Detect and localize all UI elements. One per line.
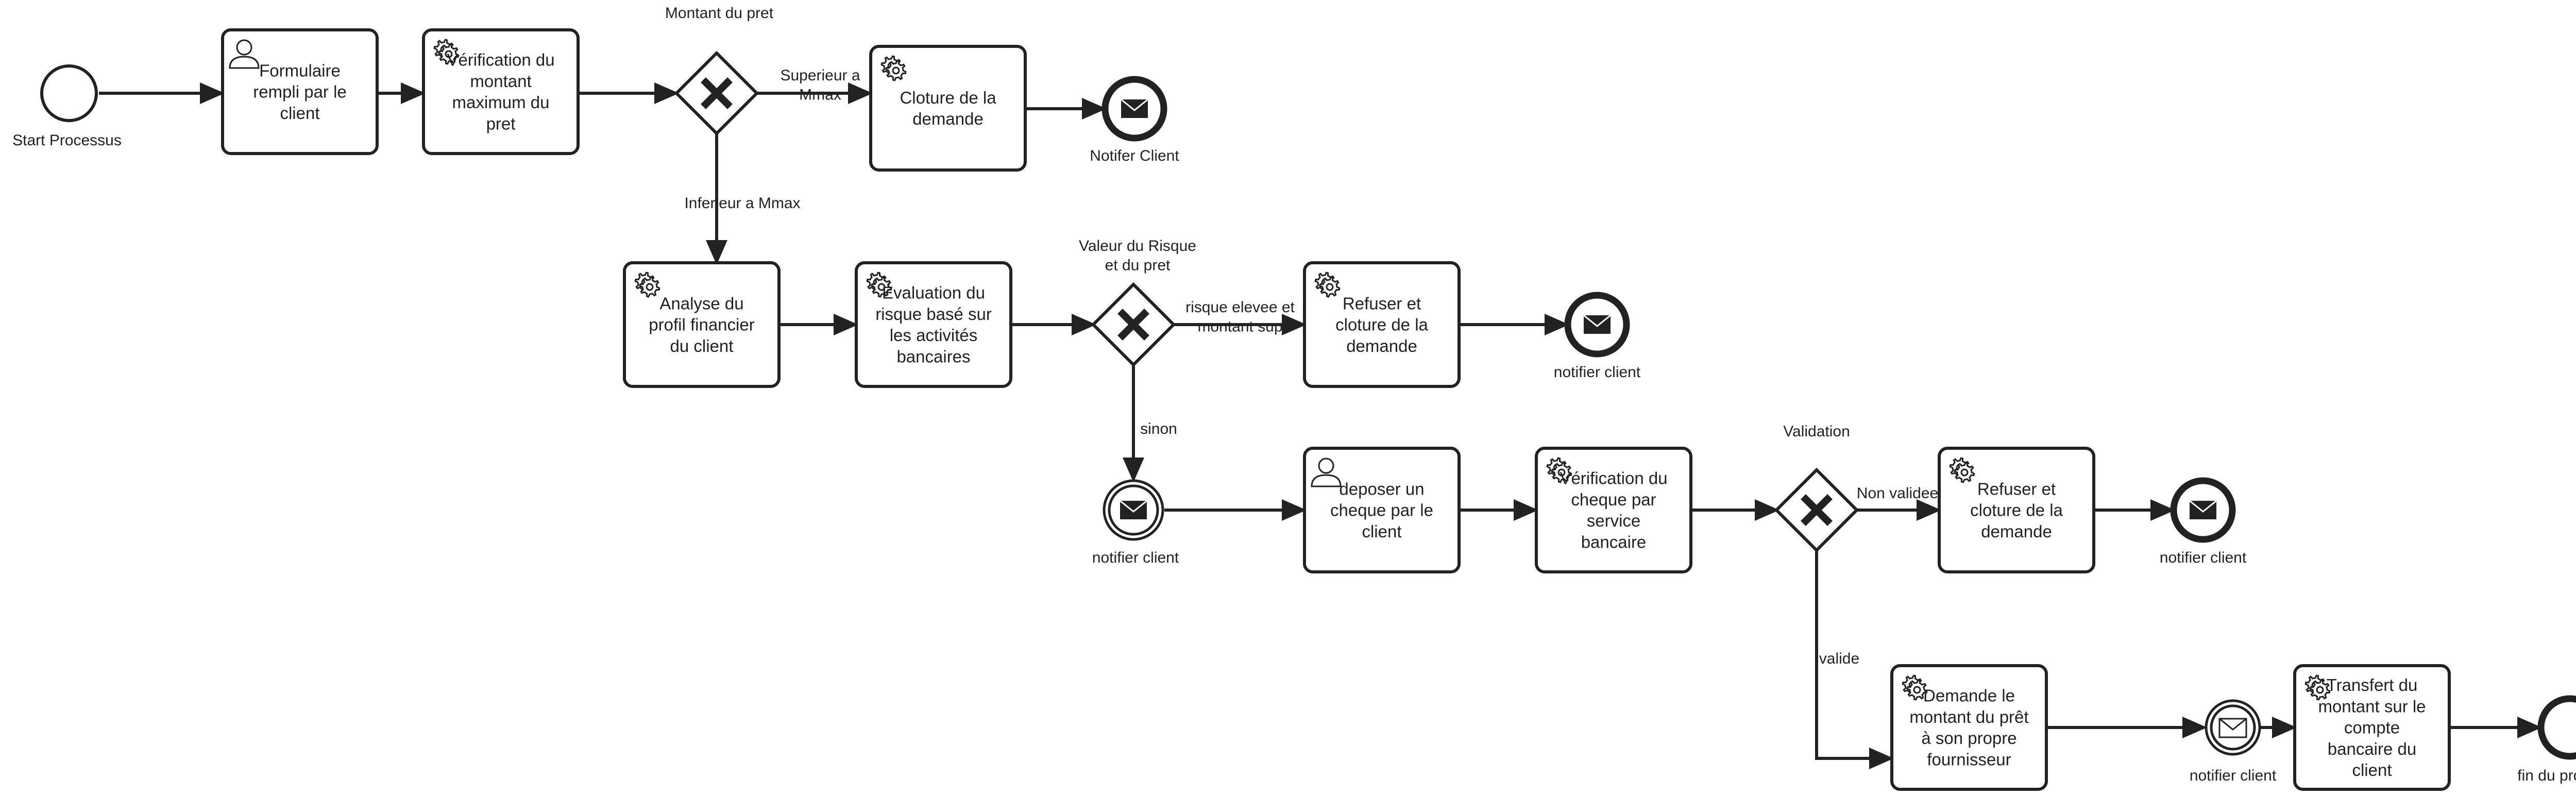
service-task-icon (1546, 457, 1572, 483)
end-event-notif-4[interactable]: notifier client (2160, 477, 2247, 566)
service-task-icon (1949, 457, 1975, 483)
sequence-flows (99, 82, 2542, 769)
event-label: notifier client (2160, 549, 2247, 566)
envelope-icon (1583, 314, 1611, 334)
start-event-label: Start Processus (12, 132, 122, 149)
flow-label-sinon: sinon (1140, 420, 1177, 437)
exclusive-x-icon (701, 77, 733, 109)
event-label: notifier client (2190, 767, 2277, 784)
end-event[interactable]: fin du procesus (2517, 695, 2576, 784)
envelope-outline-icon (2218, 718, 2247, 738)
end-event-notif-1[interactable]: Notifer Client (1090, 76, 1179, 164)
flow-label-valide: valide (1819, 650, 1859, 667)
service-task-icon (1314, 272, 1341, 298)
envelope-icon (1121, 98, 1148, 118)
service-task-icon (433, 39, 460, 65)
gateway-validation[interactable]: Validation (1774, 423, 1859, 553)
flow-label-inferieur: Inferieur a Mmax (684, 195, 800, 212)
user-task-icon (1311, 458, 1342, 487)
envelope-icon (2189, 500, 2217, 519)
intermediate-event-notif-3[interactable]: notifier client (1092, 479, 1179, 566)
event-label: Notifer Client (1090, 147, 1179, 164)
service-task-icon (2304, 674, 2331, 701)
user-task-icon (229, 39, 260, 69)
exclusive-x-icon (1117, 309, 1149, 341)
flow-gateway-validation-to-demande[interactable] (1815, 550, 1894, 769)
exclusive-x-icon (1801, 494, 1833, 526)
service-task-icon (880, 55, 907, 81)
gateway-montant[interactable]: Montant du pret (665, 5, 774, 136)
event-label: notifier client (1554, 364, 1641, 381)
end-event-notif-2[interactable]: notifier client (1554, 292, 1641, 381)
intermediate-event-notif-5[interactable]: notifier client (2190, 699, 2277, 784)
flow-label-non-validee: Non validee (1857, 485, 1938, 502)
start-event[interactable]: Start Processus (12, 64, 122, 149)
service-task-icon (1902, 674, 1928, 701)
end-event-label: fin du procesus (2517, 767, 2576, 784)
gateway-label: Validation (1783, 423, 1850, 440)
event-label: notifier client (1092, 549, 1179, 566)
gateway-label: Montant du pret (665, 5, 774, 22)
service-task-icon (634, 272, 660, 298)
service-task-icon (866, 272, 892, 298)
envelope-icon (1120, 500, 1147, 519)
